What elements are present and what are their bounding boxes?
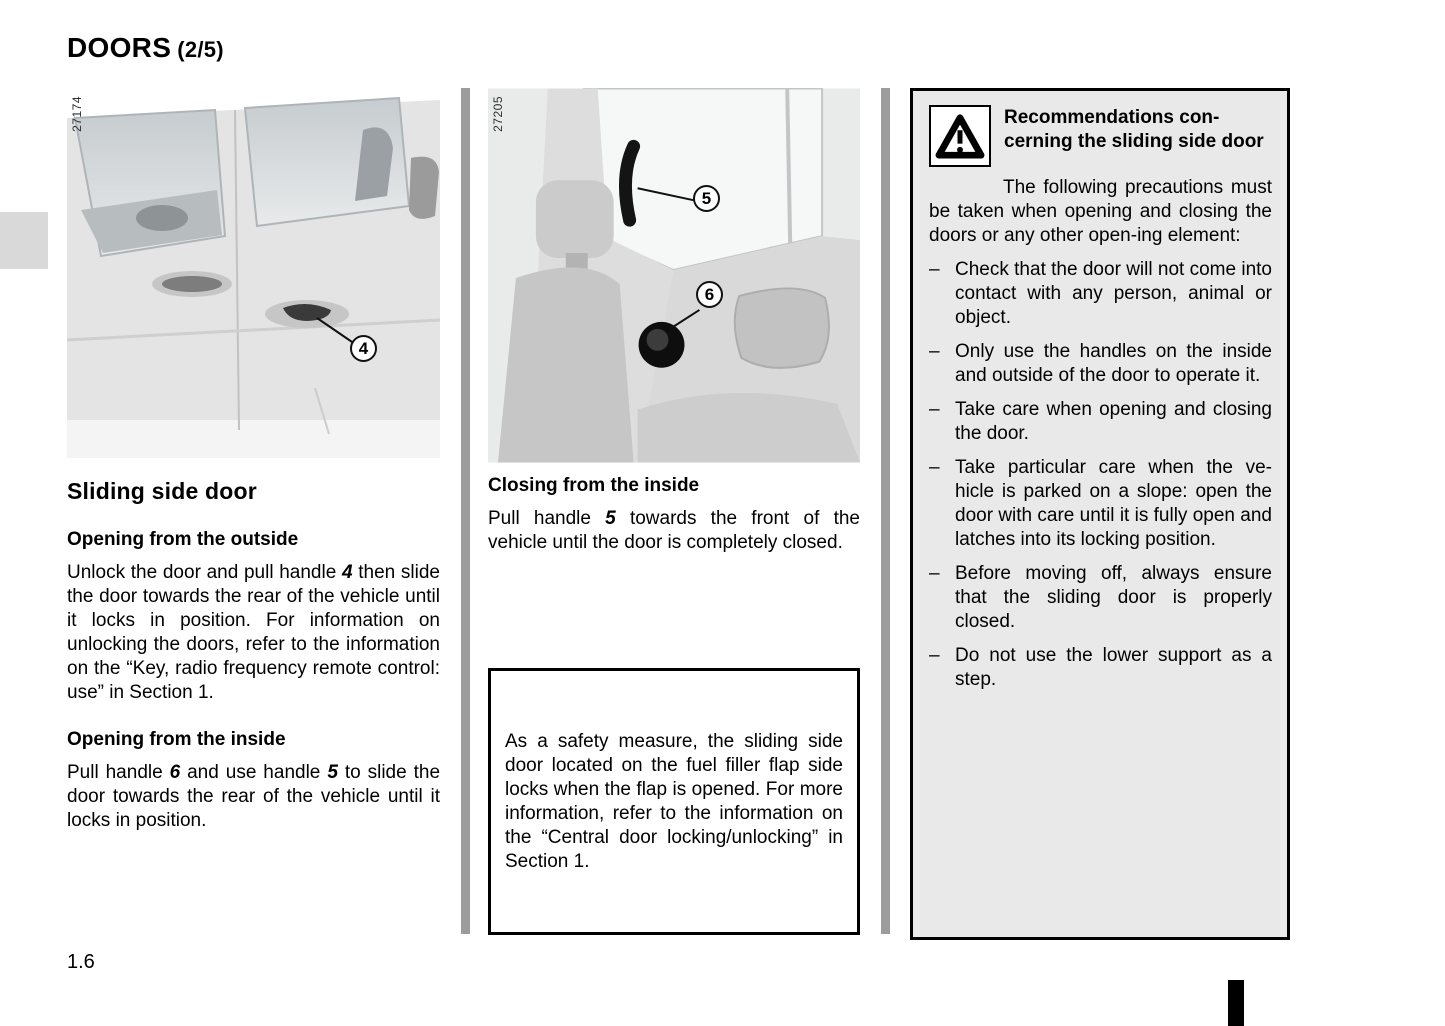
sliding-side-door-heading: Sliding side door [67, 478, 257, 504]
safety-note-text: As a safety measure, the sliding side do… [505, 730, 843, 872]
closing-inside-paragraph: Pull handle 5 towards the front of the v… [488, 507, 860, 555]
callout-5-number: 5 [701, 189, 712, 208]
recommendations-warning-box: Recommendations con-cerning the sliding … [910, 88, 1290, 940]
bullet-text: Only use the handles on the inside and o… [955, 341, 1272, 386]
opening-outside-heading: Opening from the outside [67, 529, 299, 550]
bullet-text: Take particular care when the ve-hicle i… [955, 457, 1272, 550]
list-item: – Before moving off, always ensure that … [929, 562, 1272, 634]
text-segment: to slide the door towards the rear of th… [67, 762, 441, 831]
warning-triangle-glyph [935, 114, 985, 159]
page-title-text: DOORS [67, 32, 172, 63]
warning-bullet-list: – Check that the door will not come into… [929, 258, 1272, 692]
text-segment: Pull handle [67, 762, 170, 783]
bullet-text: Check that the door will not come into c… [955, 259, 1272, 328]
column-divider-left [461, 88, 470, 934]
list-item: – Take care when opening and closing the… [929, 398, 1272, 446]
warning-title: Recommendations con-cerning the sliding … [1004, 107, 1264, 152]
warning-triangle-icon [929, 105, 991, 167]
list-item: – Take particular care when the ve-hicle… [929, 456, 1272, 552]
text-segment: and use handle [180, 762, 328, 783]
closing-inside-heading: Closing from the inside [488, 475, 700, 496]
callout-6-badge: 6 [696, 281, 723, 308]
list-item: – Only use the handles on the inside and… [929, 340, 1272, 388]
list-item: – Do not use the lower support as a step… [929, 644, 1272, 692]
bullet-dash: – [929, 563, 940, 584]
callout-4-number: 4 [358, 339, 369, 358]
text-segment: Pull handle [488, 508, 606, 529]
text-segment: then slide the door towards the rear of … [67, 562, 440, 703]
bullet-text: Before moving off, always ensure that th… [955, 563, 1272, 632]
list-item: – Check that the door will not come into… [929, 258, 1272, 330]
page-number: 1.6 [67, 951, 95, 973]
page-title: DOORS(2/5) [67, 32, 224, 64]
left-column: 27174 4 Sliding side door Opening from t… [67, 88, 440, 833]
exterior-door-illustration [67, 88, 440, 458]
handle-5-ref: 5 [605, 508, 616, 529]
bullet-dash: – [929, 399, 940, 420]
warning-header: Recommendations con-cerning the sliding … [929, 105, 1272, 167]
middle-column: 27205 5 6 Closing from the inside Pull h… [488, 88, 860, 555]
opening-inside-paragraph: Pull handle 6 and use handle 5 to slide … [67, 761, 440, 833]
opening-inside-heading: Opening from the inside [67, 729, 286, 750]
bullet-text: Do not use the lower support as a step. [955, 645, 1272, 690]
safety-note-box: As a safety measure, the sliding side do… [488, 668, 860, 935]
handle-5-ref: 5 [327, 762, 338, 783]
text-segment: Unlock the door and pull handle [67, 562, 342, 583]
handle-6-ref: 6 [169, 762, 181, 783]
callout-5-badge: 5 [693, 185, 720, 212]
callout-4-badge: 4 [350, 335, 377, 362]
figure-code-label: 27205 [491, 96, 505, 132]
figure-code-label: 27174 [70, 96, 84, 132]
exterior-door-figure: 27174 4 [67, 88, 440, 458]
handle-4-ref: 4 [341, 562, 353, 583]
section-edge-tab [0, 212, 48, 269]
bullet-dash: – [929, 645, 940, 666]
warning-intro: The following precautions must be taken … [929, 177, 1272, 246]
page-corner-mark [1228, 980, 1244, 1026]
bullet-text: Take care when opening and closing the d… [955, 399, 1272, 444]
bullet-dash: – [929, 341, 940, 362]
callout-6-number: 6 [704, 285, 715, 304]
bullet-dash: – [929, 259, 940, 280]
interior-door-illustration [488, 88, 860, 463]
bullet-dash: – [929, 457, 940, 478]
text-segment: towards the front of the vehicle until t… [488, 508, 860, 553]
page-title-suffix: (2/5) [177, 37, 224, 62]
column-divider-right [881, 88, 890, 934]
opening-outside-paragraph: Unlock the door and pull handle 4 then s… [67, 561, 440, 705]
interior-door-figure: 27205 5 6 [488, 88, 860, 463]
